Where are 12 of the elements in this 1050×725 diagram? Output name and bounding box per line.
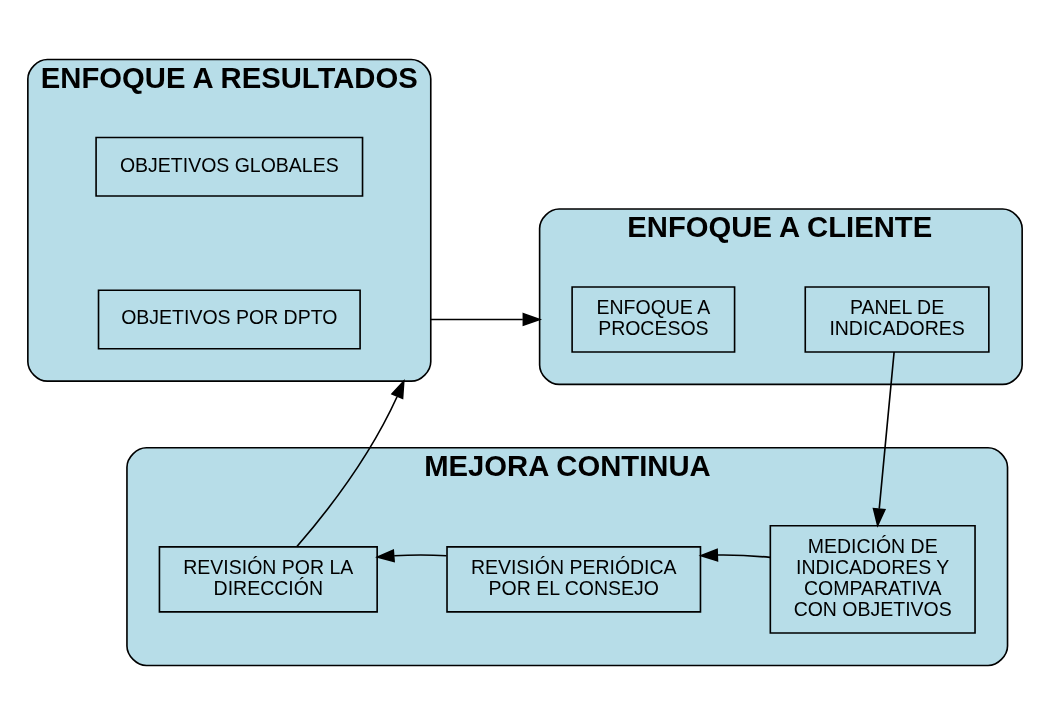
arrow <box>872 351 895 528</box>
node-box: PANEL DE INDICADORES <box>804 286 990 353</box>
node-box: OBJETIVOS GLOBALES <box>95 136 364 197</box>
node-box: OBJETIVOS POR DPTO <box>97 289 361 350</box>
node-box: REVISIÓN PERIÓDICA POR EL CONSEJO <box>446 546 702 613</box>
arrow <box>429 312 543 327</box>
node-box: REVISIÓN POR LA DIRECCIÓN <box>158 546 378 613</box>
arrow <box>375 548 448 563</box>
arrow <box>698 548 771 562</box>
arrow <box>295 378 405 548</box>
node-box: MEDICIÓN DE INDICADORES Y COMPARATIVA CON OBJETIVOS <box>769 524 976 634</box>
node-box: ENFOQUE A PROCESOS <box>571 286 736 353</box>
